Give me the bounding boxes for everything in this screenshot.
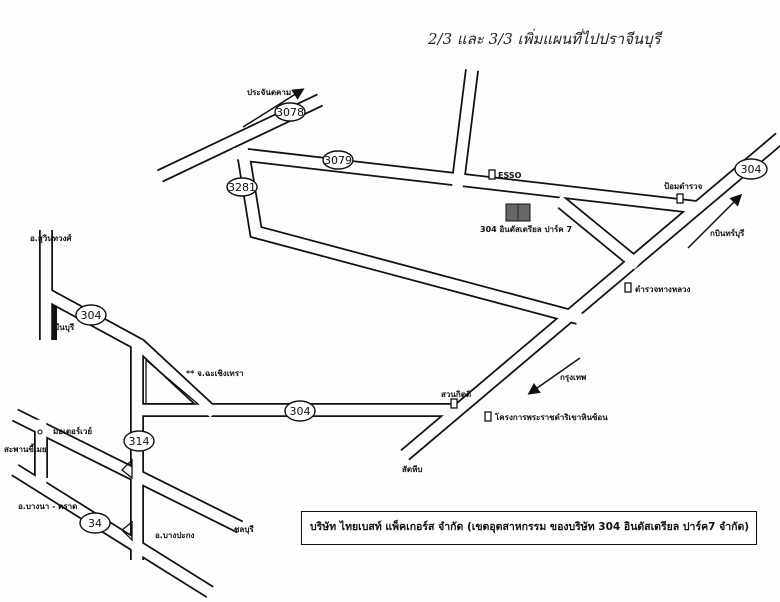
triangle-junction: [145, 358, 200, 405]
route-shield-3281: 3281: [226, 177, 258, 197]
label-police-box: ป้อมตำรวจ: [664, 181, 703, 191]
route-shield-3078: 3078: [274, 102, 306, 122]
label-motorway: มอเตอร์เวย์: [53, 426, 92, 436]
route-shield-304-ne: 304: [734, 158, 768, 180]
interchange-icon: [121, 520, 133, 542]
svg-text:34: 34: [88, 517, 102, 530]
svg-text:3079: 3079: [324, 154, 352, 167]
label-bang-pakong: อ.บางปะกง: [155, 531, 195, 540]
royal-project-marker: [484, 411, 492, 422]
label-chonburi: ชลบุรี: [234, 524, 254, 535]
esso-marker: [488, 169, 496, 180]
direction-arrow-prachantakham: [242, 88, 305, 128]
svg-text:314: 314: [129, 435, 150, 448]
label-bangkok: กรุงเทพ: [560, 373, 586, 383]
svg-text:3078: 3078: [276, 106, 304, 119]
svg-text:304: 304: [741, 163, 762, 176]
label-bangna-trat: อ.บางนา - ตราด: [18, 502, 77, 511]
route-shield-314: 314: [123, 430, 155, 452]
label-chachoengsao: ** จ.ฉะเชิงเทรา: [186, 369, 244, 378]
svg-text:3281: 3281: [228, 181, 256, 194]
label-esso: ESSO: [498, 171, 522, 180]
label-prachantakham: ประจันตคาม: [247, 88, 291, 97]
route-shield-304-nw: 304: [75, 304, 107, 326]
route-shield-304-west: 304: [284, 400, 316, 422]
label-saphan: สะพานขี้เมย: [4, 443, 47, 454]
company-caption: บริษัท ไทยเบสท์ แพ็คเกอร์ส จำกัด (เขตอุต…: [301, 511, 757, 545]
police-box-marker: [676, 193, 684, 204]
highway-police-marker: [624, 282, 632, 293]
interchange-icon: [121, 458, 133, 480]
label-highway-police: ตำรวจทางหลวง: [635, 285, 691, 294]
route-shield-34: 34: [79, 512, 111, 534]
label-factory: 304 อินดัสเตรียล ปาร์ค 7: [480, 224, 572, 234]
direction-arrow-bangkok: [527, 357, 581, 395]
label-suan-kitti: สวนกิตติ: [441, 390, 471, 399]
suan-kitti-marker: [450, 398, 458, 409]
svg-text:304: 304: [81, 309, 102, 322]
label-sattahip: สัตหีบ: [402, 464, 422, 474]
label-kabinburi: กบินทร์บุรี: [710, 228, 745, 239]
label-minburi: มีนบุรี: [54, 322, 75, 333]
svg-text:304: 304: [290, 405, 311, 418]
handwritten-note: 2/3 และ 3/3 เพิ่มแผนที่ไปปราจีนบุรี: [427, 28, 663, 48]
direction-arrow-kabinburi: [687, 193, 743, 249]
label-suwinthawong: อ.สุวินทวงศ์: [30, 233, 72, 244]
route-shield-3079: 3079: [322, 150, 354, 170]
motorway-marker: [37, 429, 43, 435]
label-royal-project: โครงการพระราชดำริเขาหินซ้อน: [494, 412, 608, 422]
